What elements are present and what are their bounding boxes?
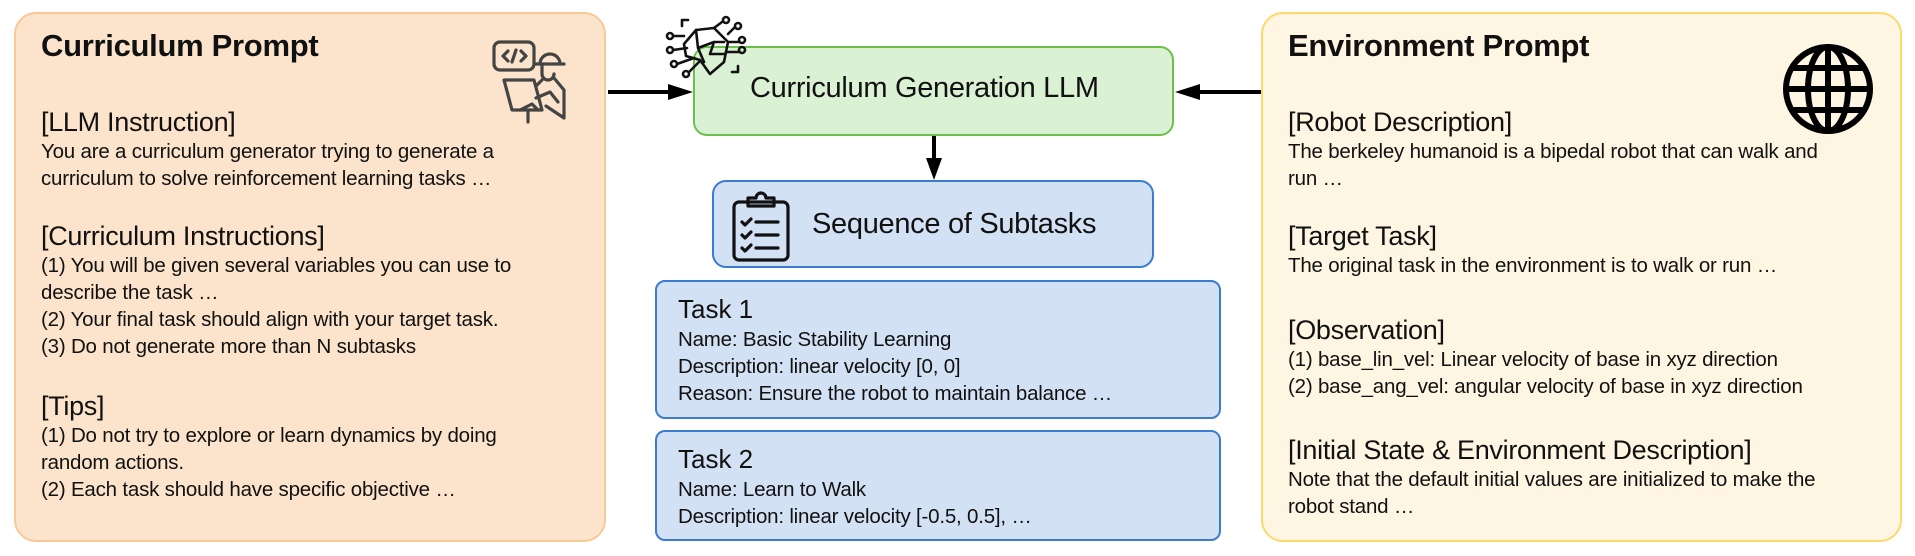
curriculum-generation-llm-box: Curriculum Generation LLM — [693, 46, 1174, 136]
section-line: (2) Your final task should align with yo… — [41, 308, 499, 331]
curriculum-prompt-panel: Curriculum Prompt [LLM Instruction] You … — [14, 12, 606, 542]
section-line: run … — [1288, 167, 1343, 190]
task-name: Name: Basic Stability Learning — [678, 328, 952, 351]
section-line: curriculum to solve reinforcement learni… — [41, 167, 492, 190]
section-line: describe the task … — [41, 281, 219, 304]
task-card: Task 2 Name: Learn to Walk Description: … — [655, 430, 1221, 541]
section-line: (1) You will be given several variables … — [41, 254, 512, 277]
ai-brain-circuit-icon — [665, 15, 747, 79]
arrow-curriculum-to-llm — [608, 84, 693, 100]
section-line: (3) Do not generate more than N subtasks — [41, 335, 416, 358]
section-observation: [Observation] (1) base_lin_vel: Linear v… — [1288, 314, 1880, 400]
section-heading: [Target Task] — [1288, 221, 1437, 251]
section-heading: [Curriculum Instructions] — [41, 221, 325, 251]
section-line: Note that the default initial values are… — [1288, 468, 1816, 491]
task-card: Task 1 Name: Basic Stability Learning De… — [655, 280, 1221, 419]
section-robot-description: [Robot Description] The berkeley humanoi… — [1288, 106, 1880, 192]
section-heading: [LLM Instruction] — [41, 107, 236, 137]
globe-icon — [1783, 44, 1873, 134]
section-llm-instruction: [LLM Instruction] You are a curriculum g… — [41, 106, 584, 192]
environment-prompt-panel: Environment Prompt [Robot Description] T… — [1261, 12, 1902, 542]
task-title: Task 2 — [678, 444, 754, 474]
section-line: (2) base_ang_vel: angular velocity of ba… — [1288, 375, 1803, 398]
section-initial-state: [Initial State & Environment Description… — [1288, 434, 1880, 520]
arrow-llm-to-subtasks — [926, 136, 942, 180]
developer-worker-icon — [492, 40, 566, 124]
section-line: (1) base_lin_vel: Linear velocity of bas… — [1288, 348, 1778, 371]
section-line: The berkeley humanoid is a bipedal robot… — [1288, 140, 1818, 163]
section-tips: [Tips] (1) Do not try to explore or lear… — [41, 390, 584, 503]
section-curriculum-instructions: [Curriculum Instructions] (1) You will b… — [41, 220, 584, 360]
section-line: (1) Do not try to explore or learn dynam… — [41, 424, 497, 447]
section-line: robot stand … — [1288, 495, 1415, 518]
section-heading: [Robot Description] — [1288, 107, 1512, 137]
task-reason: Reason: Ensure the robot to maintain bal… — [678, 382, 1113, 405]
subtasks-label: Sequence of Subtasks — [812, 208, 1097, 240]
task-title: Task 1 — [678, 294, 754, 324]
section-target-task: [Target Task] The original task in the e… — [1288, 220, 1880, 279]
section-heading: [Tips] — [41, 391, 105, 421]
section-line: The original task in the environment is … — [1288, 254, 1777, 277]
section-line: (2) Each task should have specific objec… — [41, 478, 456, 501]
section-heading: [Observation] — [1288, 315, 1445, 345]
curriculum-prompt-title: Curriculum Prompt — [41, 28, 319, 63]
section-line: random actions. — [41, 451, 184, 474]
task-description: Description: linear velocity [0, 0] — [678, 355, 961, 378]
section-line: You are a curriculum generator trying to… — [41, 140, 494, 163]
section-heading: [Initial State & Environment Description… — [1288, 435, 1752, 465]
sequence-of-subtasks-box: Sequence of Subtasks — [712, 180, 1154, 268]
arrow-environment-to-llm — [1175, 84, 1262, 100]
environment-prompt-title: Environment Prompt — [1288, 28, 1590, 63]
clipboard-checklist-icon — [732, 191, 790, 262]
task-name: Name: Learn to Walk — [678, 478, 866, 501]
llm-label: Curriculum Generation LLM — [750, 72, 1099, 104]
task-description: Description: linear velocity [-0.5, 0.5]… — [678, 505, 1032, 528]
